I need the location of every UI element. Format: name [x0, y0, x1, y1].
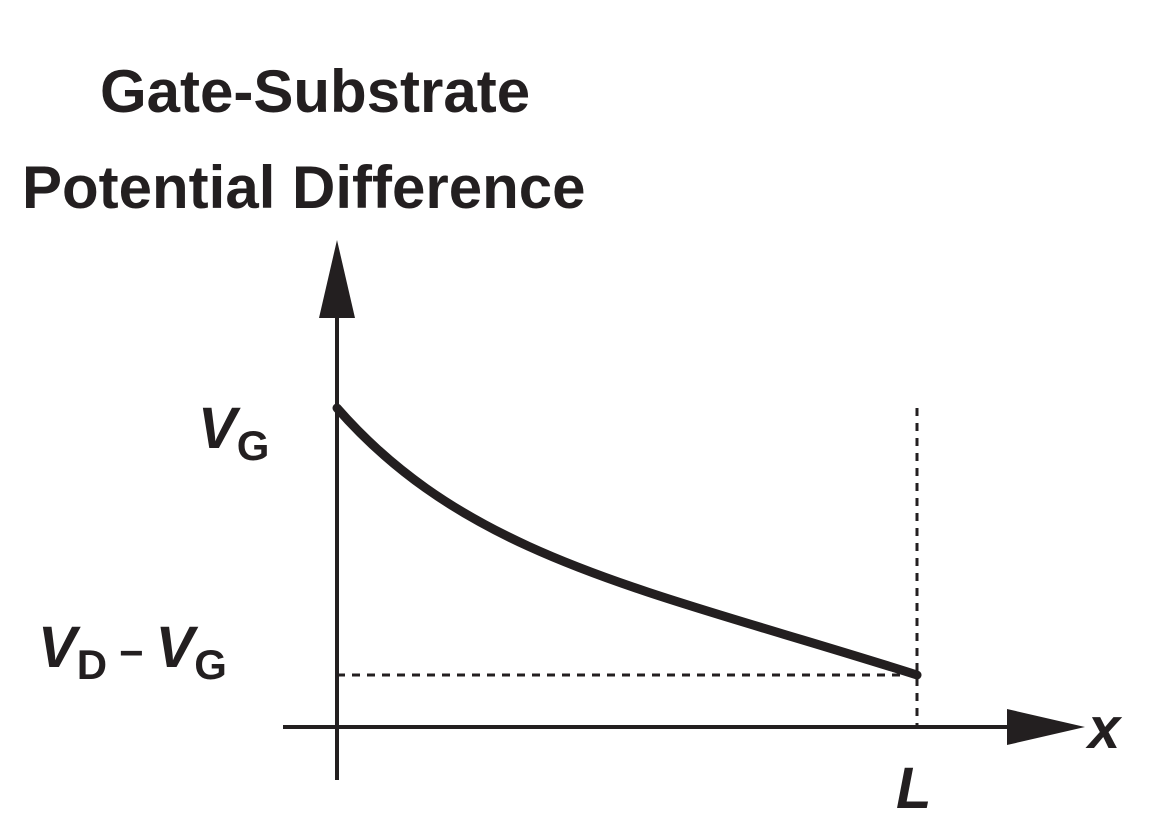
vg-level-label-main: V — [198, 396, 241, 461]
vd-minus-vg-label: VD−VG — [38, 615, 227, 688]
vg-level-label: VG — [198, 396, 269, 469]
y-axis-arrowhead — [319, 240, 355, 318]
x-axis-label: x — [1085, 696, 1123, 761]
channel-length-label: L — [896, 756, 931, 821]
vd-minus-vg-main2: V — [156, 615, 199, 680]
vd-minus-vg-main1: V — [38, 615, 81, 680]
vg-level-label-sub: G — [237, 422, 270, 469]
vd-minus-vg-minus: − — [119, 629, 144, 676]
potential-curve — [332, 403, 922, 680]
title-line-1: Gate-Substrate — [100, 58, 530, 125]
title-line-2: Potential Difference — [22, 154, 585, 221]
x-axis-arrowhead — [1007, 709, 1085, 745]
vd-minus-vg-sub2: G — [194, 641, 227, 688]
vd-minus-vg-sub1: D — [77, 641, 107, 688]
